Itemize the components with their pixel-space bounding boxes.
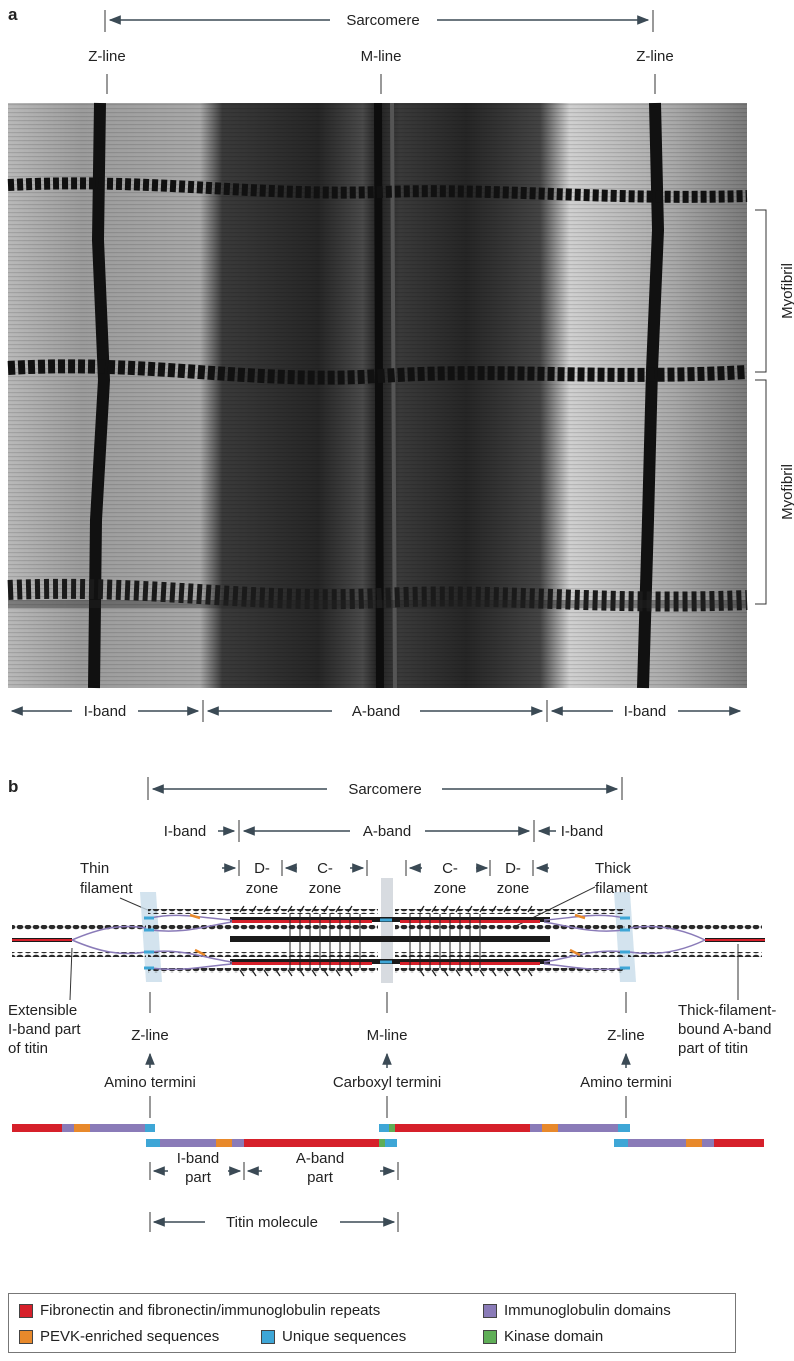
unique-swatch: [261, 1329, 275, 1344]
z-line-left-label-b: Z-line: [131, 1027, 169, 1044]
legend-label-fibronectin: Fibronectin and fibronectin/immunoglobul…: [40, 1302, 381, 1319]
electron-micrograph: [7, 102, 748, 689]
zone-arrows: [222, 860, 549, 876]
z-line-right-label-b: Z-line: [607, 1027, 645, 1044]
titin-molecule-label: Titin molecule: [226, 1214, 318, 1231]
i-band-left-label-a: I-band: [84, 703, 127, 720]
figure-canvas: a Sarcomere Z-line M-line Z-line Myofibr…: [7, 5, 794, 1232]
panel-b-letter: b: [8, 777, 18, 796]
legend-item-immunoglobulin: Immunoglobulin domains: [483, 1302, 671, 1319]
sarcomere-bracket-a: [104, 10, 654, 32]
myofibril-label-bottom: Myofibril: [779, 464, 794, 520]
legend-item-kinase: Kinase domain: [483, 1328, 603, 1345]
amino-termini-right-label: Amino termini: [580, 1074, 672, 1091]
legend-label-unique: Unique sequences: [282, 1328, 407, 1345]
legend-label-immunoglobulin: Immunoglobulin domains: [504, 1302, 671, 1319]
i-band-right-label-a: I-band: [624, 703, 667, 720]
amino-termini-left-label: Amino termini: [104, 1074, 196, 1091]
legend-item-unique: Unique sequences: [261, 1328, 406, 1345]
m-line-label-b: M-line: [367, 1027, 408, 1044]
legend-item-fibronectin: Fibronectin and fibronectin/immunoglobul…: [19, 1302, 380, 1319]
a-band-label-a: A-band: [352, 703, 400, 720]
titin-part-arrows: [149, 1162, 399, 1232]
z-line-left-label-a: Z-line: [88, 48, 126, 65]
myofibril-brackets: [755, 209, 767, 605]
legend-label-pevk: PEVK-enriched sequences: [40, 1328, 220, 1345]
immunoglobulin-swatch: [483, 1303, 497, 1318]
legend-label-kinase: Kinase domain: [504, 1328, 604, 1345]
fibronectin-swatch: [19, 1303, 33, 1318]
panel-a-letter: a: [8, 5, 18, 24]
d-zone-left-label: D-zone: [246, 860, 279, 897]
d-zone-right-label: D-zone: [497, 860, 530, 897]
pevk-swatch: [19, 1329, 33, 1344]
legend: Fibronectin and fibronectin/immunoglobul…: [8, 1293, 736, 1353]
c-zone-right-label: C-zone: [434, 860, 467, 897]
c-zone-left-label: C-zone: [309, 860, 342, 897]
band-arrows-b: [218, 820, 556, 842]
i-band-right-label-b: I-band: [561, 823, 604, 840]
sarcomere-label-b: Sarcomere: [348, 781, 421, 798]
m-line-label-a: M-line: [361, 48, 402, 65]
legend-item-pevk: PEVK-enriched sequences: [19, 1328, 219, 1345]
titin-domain-bars: [12, 1124, 764, 1147]
a-band-label-b: A-band: [363, 823, 411, 840]
sarcomere-label-a: Sarcomere: [346, 12, 419, 29]
i-band-left-label-b: I-band: [164, 823, 207, 840]
z-line-right-label-a: Z-line: [636, 48, 674, 65]
myofibril-label-top: Myofibril: [779, 263, 794, 319]
band-arrows-a: [10, 700, 742, 722]
carboxyl-termini-label: Carboxyl termini: [333, 1074, 441, 1091]
kinase-swatch: [483, 1329, 497, 1344]
sarcomere-schematic: [12, 878, 765, 983]
sarcomere-bracket-b: [147, 777, 623, 800]
